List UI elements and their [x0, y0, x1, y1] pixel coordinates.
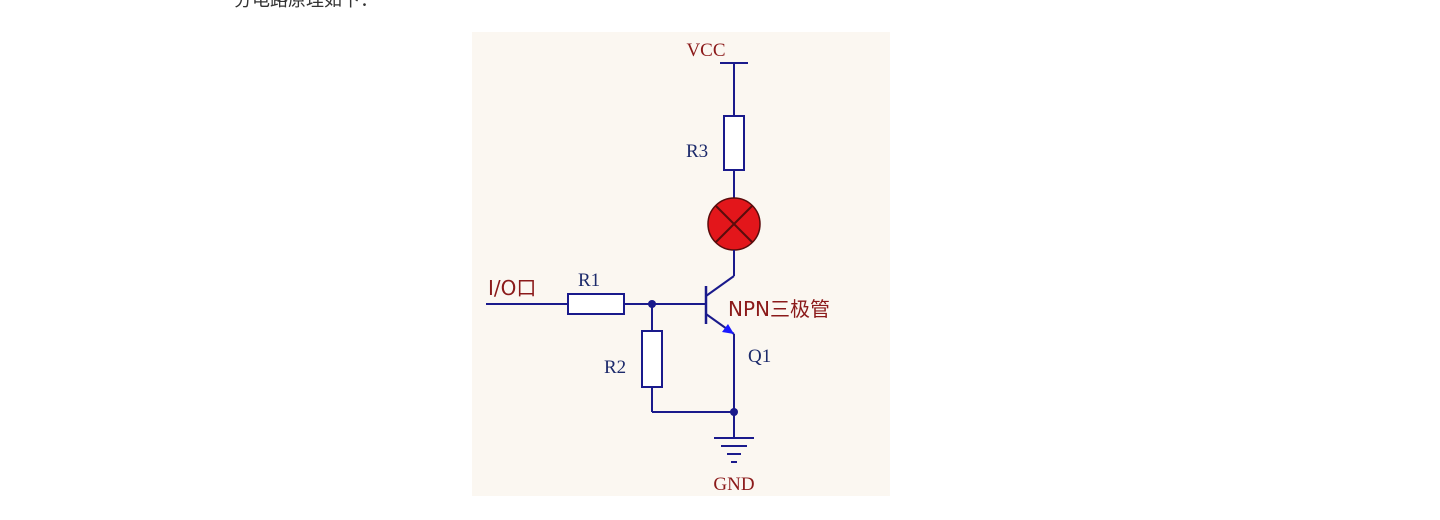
- circuit-svg: VCC R3 I/O口 R1 R2 NPN三极管 Q1: [472, 32, 890, 496]
- r3-label: R3: [686, 141, 708, 162]
- resistor-r2: [641, 330, 663, 388]
- r1-label: R1: [578, 270, 600, 291]
- page-intro-text: 分电路原理如下：: [234, 0, 378, 11]
- transistor-collector: [705, 275, 735, 297]
- resistor-r1: [567, 293, 625, 315]
- resistor-r3: [723, 115, 745, 171]
- io-label: I/O口: [488, 276, 536, 300]
- transistor-label: NPN三极管: [728, 297, 830, 321]
- emitter-arrow-icon: [722, 324, 734, 334]
- vcc-label: VCC: [686, 40, 725, 61]
- gnd-label: GND: [713, 474, 754, 495]
- circuit-diagram: VCC R3 I/O口 R1 R2 NPN三极管 Q1: [472, 32, 890, 496]
- diagram-background: [472, 32, 890, 496]
- lamp-cross-b: [715, 205, 753, 243]
- r2-label: R2: [604, 357, 626, 378]
- q1-label: Q1: [748, 346, 771, 367]
- junction-emitter: [730, 408, 738, 416]
